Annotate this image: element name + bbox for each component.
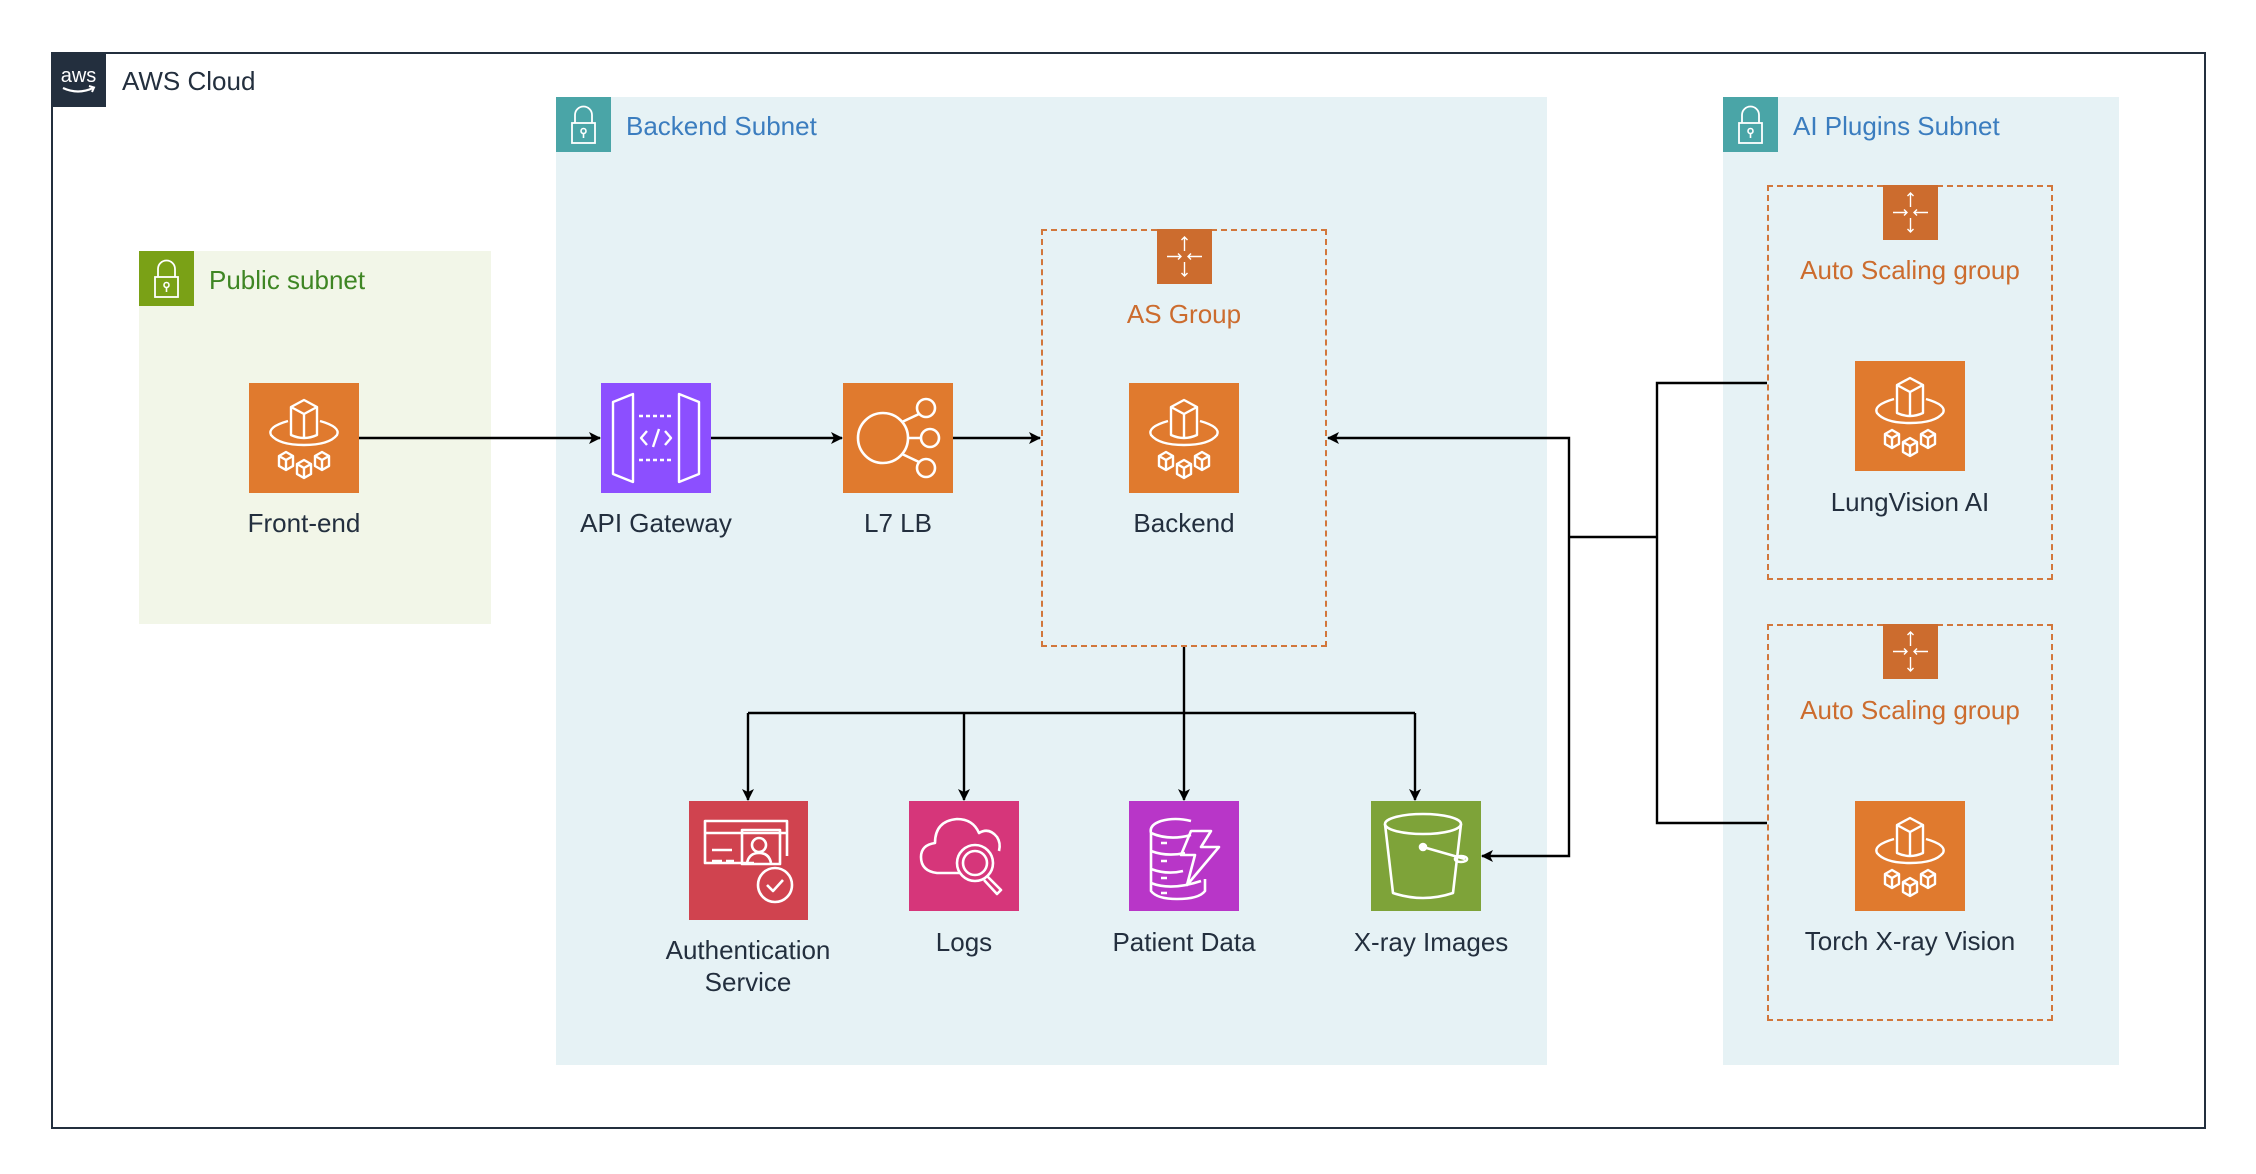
api-gateway-label: API Gateway — [580, 508, 732, 538]
elastic-container-icon[interactable] — [249, 383, 359, 493]
auth-label-line2: Service — [704, 967, 792, 997]
lungvision-label: LungVision AI — [1830, 487, 1990, 517]
svg-text:aws: aws — [61, 65, 97, 87]
backend-asg-label: AS Group — [1126, 299, 1242, 329]
l7-lb-label: L7 LB — [864, 508, 932, 538]
auth-label-line1: Authentication — [665, 935, 831, 965]
lock-icon — [556, 97, 611, 152]
load-balancer-icon[interactable] — [843, 383, 953, 493]
aws-cloud-boundary — [51, 52, 2206, 1129]
cloud-title: AWS Cloud — [122, 66, 256, 96]
api-gateway-icon[interactable] — [601, 383, 711, 493]
dynamodb-icon[interactable] — [1129, 801, 1239, 911]
frontend-label: Front-end — [247, 508, 361, 538]
ai-plugins-subnet-title: AI Plugins Subnet — [1793, 111, 2000, 141]
lock-icon — [139, 251, 194, 306]
arrow-ai-to-xray — [1481, 537, 1571, 862]
elastic-container-icon[interactable] — [1855, 361, 1965, 471]
auto-scaling-icon — [1157, 229, 1212, 284]
backend-label: Backend — [1133, 508, 1235, 538]
lungvision-asg-label: Auto Scaling group — [1800, 255, 2020, 285]
lock-icon — [1723, 97, 1778, 152]
backend-subnet-title: Backend Subnet — [626, 111, 817, 141]
auto-scaling-icon — [1883, 624, 1938, 679]
logs-label: Logs — [935, 927, 993, 957]
identity-verification-icon[interactable] — [689, 801, 808, 920]
xray-images-label: X-ray Images — [1353, 927, 1509, 957]
s3-bucket-icon[interactable] — [1371, 801, 1481, 911]
cloud-search-icon[interactable] — [909, 801, 1019, 911]
elastic-container-icon[interactable] — [1129, 383, 1239, 493]
elastic-container-icon[interactable] — [1855, 801, 1965, 911]
line-ai-trunk — [1655, 381, 1767, 825]
arrow-ai-to-asg — [1327, 432, 1571, 537]
aws-logo-icon: aws — [51, 52, 106, 107]
patient-data-label: Patient Data — [1112, 927, 1256, 957]
torch-label: Torch X-ray Vision — [1804, 926, 2016, 956]
public-subnet-title: Public subnet — [209, 265, 366, 295]
torch-asg-label: Auto Scaling group — [1800, 695, 2020, 725]
auto-scaling-icon — [1883, 185, 1938, 240]
